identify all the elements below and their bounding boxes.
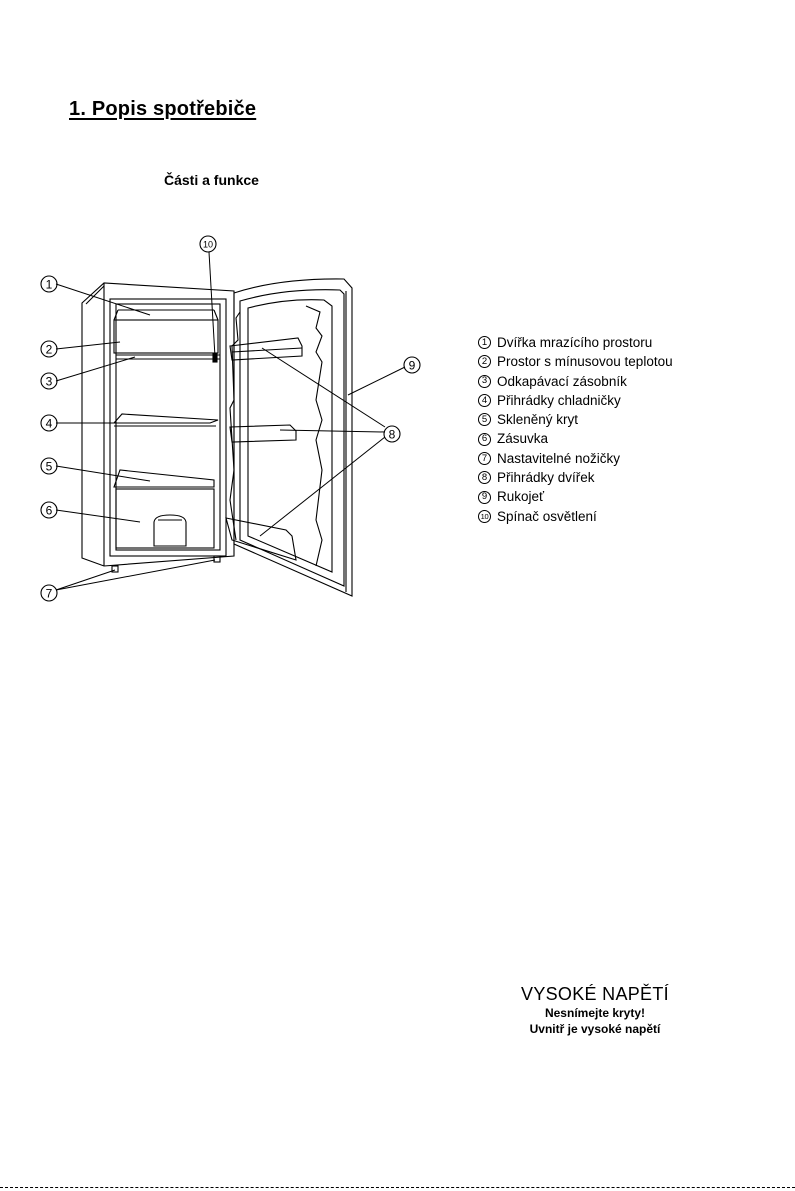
callout-1-label: 1	[46, 278, 53, 292]
drip-tray	[116, 354, 220, 360]
callout-3: 3	[40, 372, 58, 390]
legend-number: 9	[478, 490, 491, 504]
refrigerator-diagram: 1 2 3 4 5 6 7 8 9 10	[40, 235, 421, 602]
callout-10: 10	[199, 235, 217, 253]
callout-5: 5	[40, 457, 58, 475]
callout-2-label: 2	[46, 343, 53, 357]
warning-line-1: Nesnímejte kryty!	[544, 1006, 646, 1020]
callout-7-label: 7	[46, 587, 53, 601]
callout-8-label: 8	[389, 428, 396, 442]
legend-label: Rukojeť	[497, 489, 545, 505]
legend-number: 5	[478, 413, 491, 427]
callout-9: 9	[403, 356, 421, 374]
legend-number: 8	[478, 471, 491, 485]
page-bottom-divider	[0, 1187, 795, 1188]
legend-item: 6 Zásuvka	[478, 429, 673, 448]
warning-title: VYSOKÉ NAPĚTÍ	[521, 984, 669, 1004]
legend-label: Nastavitelné nožičky	[497, 450, 621, 466]
callout-9-label: 9	[409, 359, 416, 373]
callout-6: 6	[40, 501, 58, 519]
section-heading: 1. Popis spotřebiče	[69, 98, 257, 120]
legend-number: 6	[478, 432, 491, 446]
freezer-compartment	[113, 309, 219, 354]
legend-number: 3	[478, 374, 491, 388]
legend-item: 7 Nastavitelné nožičky	[478, 449, 673, 468]
legend-label: Prostor s mínusovou teplotou	[497, 354, 673, 370]
parts-legend: 1 Dvířka mrazícího prostoru 2 Prostor s mí…	[478, 333, 673, 526]
adjustable-feet	[111, 555, 221, 573]
legend-label: Skleněný kryt	[497, 412, 579, 428]
legend-item: 3 Odkapávací zásobník	[478, 372, 673, 391]
legend-item: 9 Rukojeť	[478, 487, 673, 506]
legend-item: 8 Přihrádky dvířek	[478, 468, 673, 487]
glass-cover	[113, 469, 215, 488]
callout-4-label: 4	[46, 417, 53, 431]
crisper-drawer	[115, 488, 215, 549]
callout-1: 1	[40, 275, 58, 293]
callout-4: 4	[40, 414, 58, 432]
legend-number: 1	[478, 336, 491, 350]
callout-10-label: 10	[203, 240, 213, 250]
callout-8: 8	[383, 425, 401, 443]
legend-number: 7	[478, 451, 491, 465]
legend-item: 5 Skleněný kryt	[478, 410, 673, 429]
callout-3-label: 3	[46, 375, 53, 389]
legend-label: Přihrádky dvířek	[497, 470, 595, 486]
high-voltage-warning: VYSOKÉ NAPĚTÍ Nesnímejte kryty! Uvnitř j…	[490, 984, 700, 1037]
leader-lines	[55, 251, 406, 591]
legend-number: 10	[478, 509, 491, 523]
legend-label: Zásuvka	[497, 431, 549, 447]
door-shelves	[225, 337, 303, 561]
legend-item: 4 Přihrádky chladničky	[478, 391, 673, 410]
callout-6-label: 6	[46, 504, 53, 518]
callout-5-label: 5	[46, 460, 53, 474]
legend-item: 10 Spínač osvětlení	[478, 507, 673, 526]
callout-7: 7	[40, 584, 58, 602]
legend-label: Spínač osvětlení	[497, 508, 597, 524]
legend-number: 4	[478, 394, 491, 408]
legend-item: 2 Prostor s mínusovou teplotou	[478, 352, 673, 371]
legend-label: Přihrádky chladničky	[497, 392, 621, 408]
legend-number: 2	[478, 355, 491, 369]
legend-label: Odkapávací zásobník	[497, 373, 627, 389]
parts-subheading: Části a funkce	[164, 172, 259, 188]
callout-2: 2	[40, 340, 58, 358]
refrigerator-door	[229, 278, 353, 597]
fridge-shelf	[112, 413, 219, 427]
legend-label: Dvířka mrazícího prostoru	[497, 335, 653, 350]
warning-line-2: Uvnitř je vysoké napětí	[529, 1022, 661, 1036]
legend-item: 1 Dvířka mrazícího prostoru	[478, 333, 673, 352]
fridge-cabinet	[81, 282, 235, 567]
